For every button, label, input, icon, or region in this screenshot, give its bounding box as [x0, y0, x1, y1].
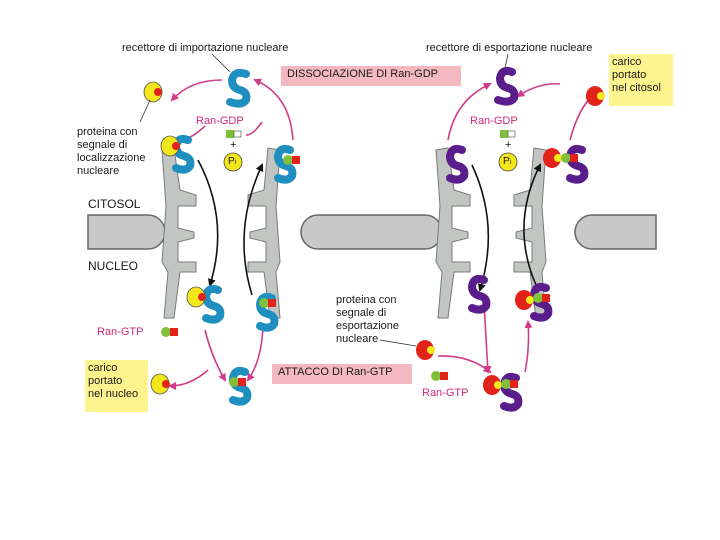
nuclear-envelope — [87, 214, 657, 250]
label-ran-gdp-right: Ran-GDP — [470, 115, 518, 127]
transit-export-in — [471, 164, 490, 292]
ran-gtp-nucleus-import — [259, 298, 276, 308]
phosphate-circles — [223, 152, 518, 172]
label-nucleus: NUCLEO — [88, 259, 139, 273]
export-receptor-complex-bottom — [529, 282, 553, 322]
pi-right-sub: i — [509, 159, 512, 166]
cargo-nls-bound — [160, 135, 180, 157]
import-receptor-with-ran-gdp — [273, 144, 297, 184]
export-cargo-complex-top — [543, 148, 562, 168]
arrow-binding-to-receptor — [246, 324, 264, 382]
pore-2-left — [435, 147, 471, 319]
pointer-lines — [139, 53, 509, 347]
ran-gtp-free-right — [431, 371, 448, 381]
label-nls-protein: proteina con segnale di localizzazione n… — [77, 126, 146, 177]
label-pi-right: Pi — [503, 155, 511, 169]
arrow-nes-to-complex — [437, 355, 492, 374]
arrow-complex-to-pore — [524, 320, 533, 373]
cargo-proteins — [143, 81, 605, 395]
label-ran-gdp-left: Ran-GDP — [196, 115, 244, 127]
membrane-segment-right — [574, 214, 657, 250]
export-receptor-free — [494, 66, 519, 106]
label-pi-left: Pi — [228, 155, 236, 169]
ran-molecules — [161, 130, 578, 389]
label-plus-left: + — [230, 139, 237, 151]
pore-1-right — [247, 147, 281, 319]
ran-gdp-left — [226, 130, 242, 138]
label-plus-right: + — [505, 139, 512, 151]
export-cargo-nes — [416, 340, 435, 360]
arrow-ran-gdp-release-left — [245, 121, 263, 136]
transit-import-in — [197, 159, 219, 287]
ran-gtp-export-top — [561, 153, 578, 163]
pi-circle-right — [498, 152, 518, 172]
arrow-ran-gdp-export — [447, 82, 492, 141]
ran-gtp-export-bottom — [533, 293, 550, 303]
export-receptor-cytosol — [445, 144, 469, 184]
label-export-receptor: recettore di esportazione nucleare — [426, 42, 593, 54]
pi-left-text: P — [228, 156, 235, 167]
label-ran-gtp-left: Ran-GTP — [97, 326, 144, 338]
pi-right-text: P — [503, 156, 510, 167]
transit-export-out — [523, 163, 541, 286]
membrane-segment-middle — [300, 214, 443, 250]
export-cargo-bound — [483, 375, 502, 395]
export-receptor-complex-top — [565, 144, 589, 184]
pore-2-right — [513, 147, 547, 319]
import-receptor-free — [226, 68, 251, 108]
label-nes-protein: proteina con segnale di esportazione nuc… — [336, 294, 399, 345]
membrane-segment-left — [87, 214, 166, 250]
transit-arrows — [197, 159, 541, 296]
arrow-ran-gdp-to-receptor — [253, 78, 294, 141]
label-import-receptor: recettore di importazione nucleare — [122, 42, 289, 54]
export-receptor-nucleus — [467, 274, 491, 314]
arrow-receptor-to-cargo-release — [170, 79, 223, 102]
import-receptor-nucleus-cargo — [201, 284, 225, 324]
import-receptor-bound-rangtp — [228, 366, 252, 406]
arrow-cargo-nucleus-out — [168, 369, 209, 390]
arrow-nucleus-import-return — [204, 329, 227, 382]
ran-gtp-export-bound — [501, 379, 518, 389]
label-cytosol: CITOSOL — [88, 197, 141, 211]
pi-left-sub: i — [234, 159, 237, 166]
label-ran-gtp-right: Ran-GTP — [422, 387, 469, 399]
export-cargo-complex-bottom — [515, 290, 534, 310]
pore-1-left — [161, 147, 197, 319]
pi-circle-left — [223, 152, 243, 172]
transit-import-out — [243, 163, 264, 296]
ran-gtp-free-left — [161, 327, 178, 337]
ran-gtp-bound-import — [283, 155, 300, 165]
ran-gtp-bound-import-bottom — [229, 377, 246, 387]
ran-gdp-right — [500, 130, 516, 138]
cargo-released-top — [143, 81, 163, 103]
export-cargo-cytosol — [586, 86, 605, 106]
arrow-export-receptor-left — [516, 82, 561, 98]
label-binding: ATTACCO DI Ran-GTP — [272, 364, 412, 384]
cargo-released-nucleus — [150, 373, 170, 395]
nuclear-pores — [161, 147, 547, 319]
export-receptors — [445, 66, 589, 412]
cargo-in-nucleus — [186, 286, 206, 308]
label-dissociation: DISSOCIAZIONE DI Ran-GDP — [281, 66, 461, 86]
label-cargo-nucleus: carico portato nel nucleo — [85, 360, 148, 412]
label-cargo-cytosol: carico portato nel citosol — [609, 54, 673, 106]
